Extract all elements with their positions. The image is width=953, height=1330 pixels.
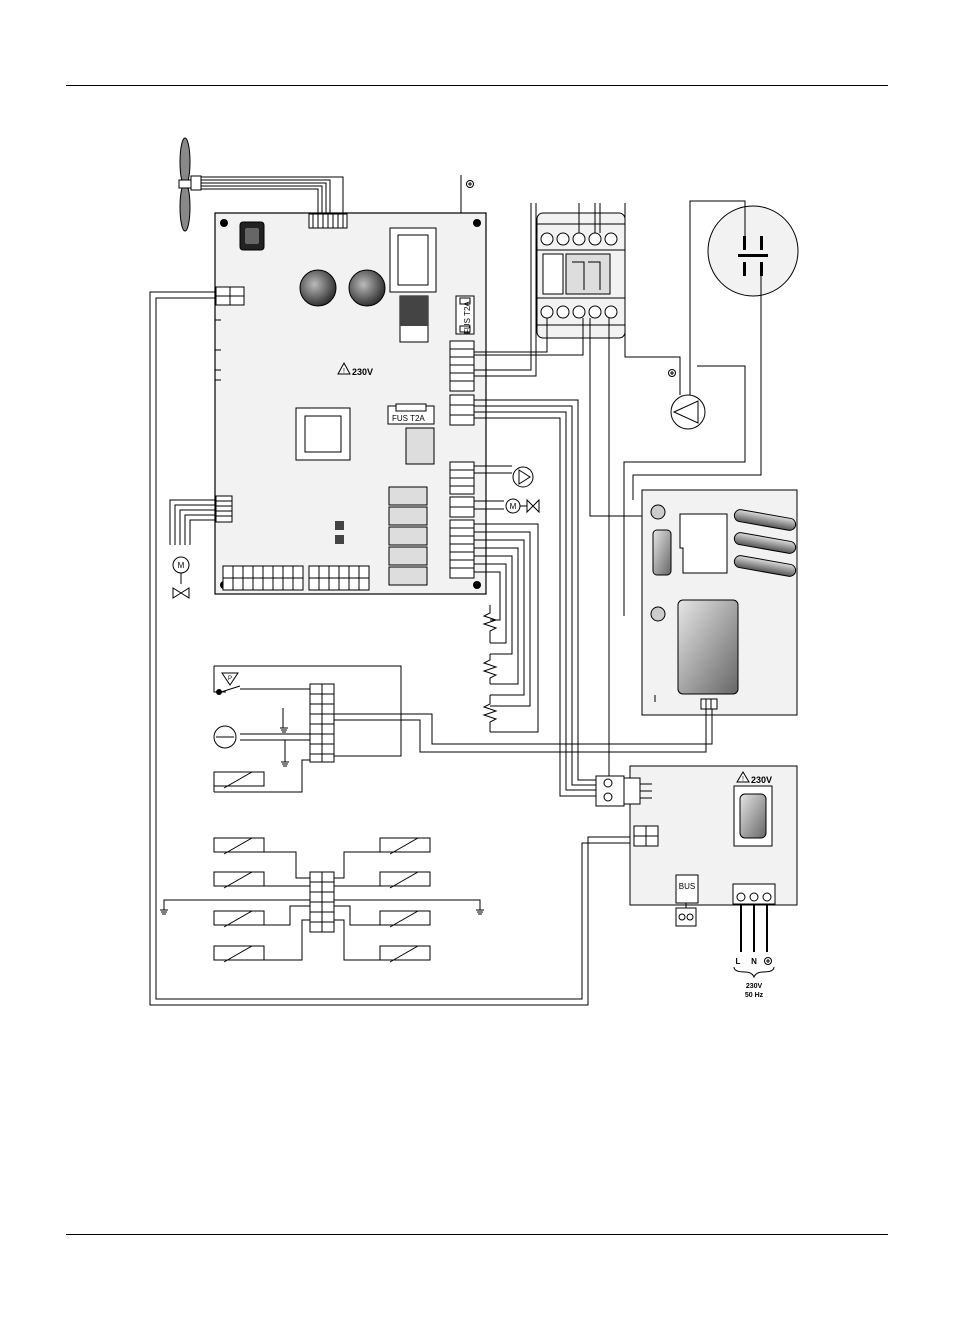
earth-terminal-icon xyxy=(765,958,772,965)
ground-icon xyxy=(461,175,474,213)
compressor-icon xyxy=(669,370,706,430)
board-output-wires xyxy=(474,400,596,796)
terminal-n-label: N xyxy=(751,957,757,966)
temperature-sensor-1 xyxy=(214,772,264,788)
voltage-label-main: 230V xyxy=(352,367,373,377)
run-capacitor xyxy=(708,206,798,296)
circulation-pump-icon xyxy=(513,467,533,487)
svg-text:M: M xyxy=(510,502,517,511)
main-control-board: FUS T2A ! 230V FUS T2A xyxy=(215,213,486,594)
flow-switch-icon xyxy=(214,726,236,748)
heater-elements xyxy=(484,605,496,732)
contactor xyxy=(537,213,625,338)
fuse-vertical-label: FUS T2A xyxy=(463,301,472,334)
fan-icon xyxy=(179,138,201,231)
fuse-horizontal-label: FUS T2A xyxy=(392,414,425,423)
svg-text:M: M xyxy=(178,561,185,570)
pressure-switch-icon: P xyxy=(216,673,240,695)
terminal-l-label: L xyxy=(736,957,741,966)
motorized-valve-icon: M xyxy=(506,499,539,513)
svg-text:!: ! xyxy=(343,368,345,375)
mixing-valve-icon: M xyxy=(173,557,189,598)
sensor-terminal-block xyxy=(310,684,334,762)
supply-voltage-label: 230V xyxy=(746,983,763,990)
svg-text:P: P xyxy=(228,676,232,682)
bus-label: BUS xyxy=(679,882,695,891)
supply-wires xyxy=(741,904,767,952)
power-supply-board: ! 230V BUS xyxy=(596,766,797,926)
left-valve-wires xyxy=(170,500,216,545)
supply-brace xyxy=(734,967,774,977)
supply-frequency-label: 50 Hz xyxy=(745,992,764,999)
voltage-label-aux: 230V xyxy=(751,775,772,785)
sensor-terminal-block-2 xyxy=(310,872,334,932)
svg-text:!: ! xyxy=(742,776,744,783)
inverter-board xyxy=(642,490,797,715)
